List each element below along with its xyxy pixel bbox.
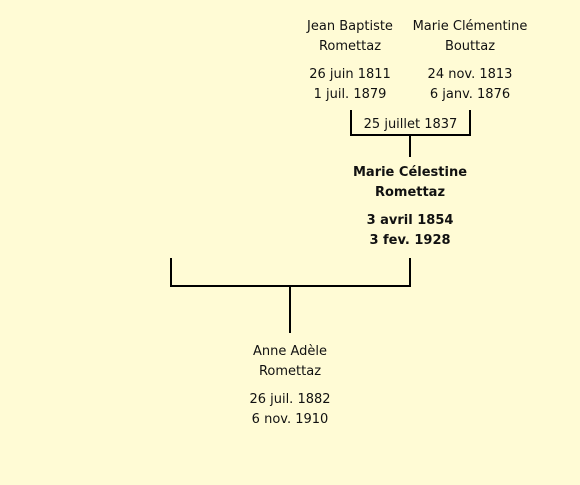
father-birth-date: 26 juin 1811: [309, 67, 391, 82]
child-last-name: Romettaz: [258, 364, 322, 379]
father-first-name: Jean Baptiste: [307, 19, 393, 34]
person-father[interactable]: Jean Baptiste Romettaz 26 juin 1811 1 ju…: [290, 17, 410, 105]
subject-death-date: 3 fev. 1928: [369, 233, 451, 248]
marriage-date: 25 juillet 1837: [363, 117, 458, 132]
person-child[interactable]: Anne Adèle Romettaz 26 juil. 1882 6 nov.…: [225, 342, 355, 430]
connector-couple-to-child: [289, 287, 291, 333]
connector-parents-bar: [350, 134, 471, 136]
child-first-name: Anne Adèle: [252, 344, 328, 359]
subject-last-name: Romettaz: [374, 185, 446, 200]
connector-parents-to-subject: [409, 136, 411, 157]
mother-first-name: Marie Clémentine: [412, 19, 528, 34]
child-birth-date: 26 juil. 1882: [249, 392, 331, 407]
connector-father-drop: [350, 110, 352, 136]
connector-mother-drop: [469, 110, 471, 136]
mother-death-date: 6 janv. 1876: [429, 87, 511, 102]
connector-subject-drop: [409, 258, 411, 287]
child-death-date: 6 nov. 1910: [251, 412, 329, 427]
subject-birth-date: 3 avril 1854: [366, 213, 454, 228]
person-subject[interactable]: Marie Célestine Romettaz 3 avril 1854 3 …: [345, 163, 475, 251]
person-mother[interactable]: Marie Clémentine Bouttaz 24 nov. 1813 6 …: [405, 17, 535, 105]
mother-birth-date: 24 nov. 1813: [427, 67, 513, 82]
mother-last-name: Bouttaz: [444, 39, 496, 54]
subject-first-name: Marie Célestine: [352, 165, 468, 180]
father-last-name: Romettaz: [318, 39, 382, 54]
connector-couple-bar: [170, 285, 411, 287]
father-death-date: 1 juil. 1879: [313, 87, 387, 102]
connector-spouse-drop: [170, 258, 172, 287]
